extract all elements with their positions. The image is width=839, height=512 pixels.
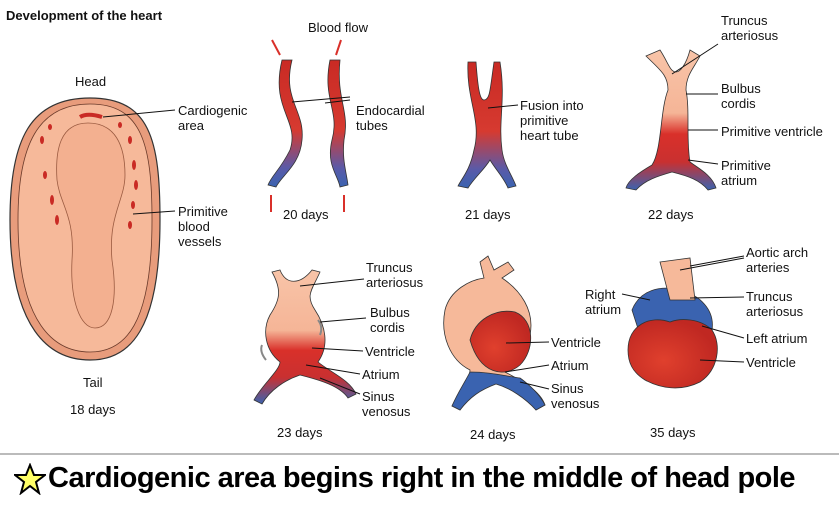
- age-22-days: 22 days: [648, 207, 694, 222]
- star-icon: [14, 462, 46, 495]
- label-bulbus-23: Bulbus cordis: [370, 305, 410, 335]
- heart-22-days: [625, 43, 719, 191]
- heart-35-days: [621, 255, 745, 389]
- age-23-days: 23 days: [277, 425, 323, 440]
- heart-21-days: [457, 61, 519, 189]
- figure-title: Development of the heart: [6, 8, 163, 23]
- label-head: Head: [75, 74, 107, 89]
- label-primitive-ventricle: Primitive ventricle: [721, 124, 823, 139]
- caption: Cardiogenic area begins right in the mid…: [14, 462, 796, 495]
- age-20-days: 20 days: [283, 207, 329, 222]
- label-sinus-24: Sinus venosus: [551, 381, 600, 411]
- label-blood-flow: Blood flow: [308, 20, 368, 35]
- caption-text: Cardiogenic area begins right in the mid…: [48, 462, 796, 494]
- age-18-days: 18 days: [70, 402, 116, 417]
- label-endocardial-tubes: Endocardial tubes: [356, 103, 425, 133]
- label-tail: Tail: [83, 375, 103, 390]
- heart-20-days: [267, 39, 351, 212]
- label-aortic-arch-arteries: Aortic arch arteries: [746, 245, 809, 275]
- embryo-18-days: [9, 97, 176, 361]
- label-truncus-22: Truncus arteriosus: [721, 13, 779, 43]
- label-ventricle-35: Ventricle: [746, 355, 796, 370]
- heart-24-days: [443, 255, 550, 411]
- label-primitive-blood-vessels: Primitive blood vessels: [178, 204, 228, 249]
- heart-development-illustration: [9, 39, 745, 411]
- label-truncus-35: Truncus arteriosus: [746, 289, 804, 319]
- label-sinus-23: Sinus venosus: [362, 389, 411, 419]
- label-primitive-atrium: Primitive atrium: [721, 158, 771, 188]
- label-fusion: Fusion into primitive heart tube: [520, 98, 584, 143]
- age-35-days: 35 days: [650, 425, 696, 440]
- label-right-atrium: Right atrium: [585, 287, 622, 317]
- label-truncus-23: Truncus arteriosus: [366, 260, 424, 290]
- label-bulbus-22: Bulbus cordis: [721, 81, 761, 111]
- label-ventricle-24: Ventricle: [551, 335, 601, 350]
- label-left-atrium: Left atrium: [746, 331, 808, 346]
- label-atrium-24: Atrium: [551, 358, 589, 373]
- divider: [0, 453, 839, 455]
- label-ventricle-23: Ventricle: [365, 344, 415, 359]
- age-24-days: 24 days: [470, 427, 516, 442]
- label-atrium-23: Atrium: [362, 367, 400, 382]
- age-21-days: 21 days: [465, 207, 511, 222]
- label-cardiogenic-area: Cardiogenic area: [178, 103, 248, 133]
- heart-23-days: [253, 269, 367, 405]
